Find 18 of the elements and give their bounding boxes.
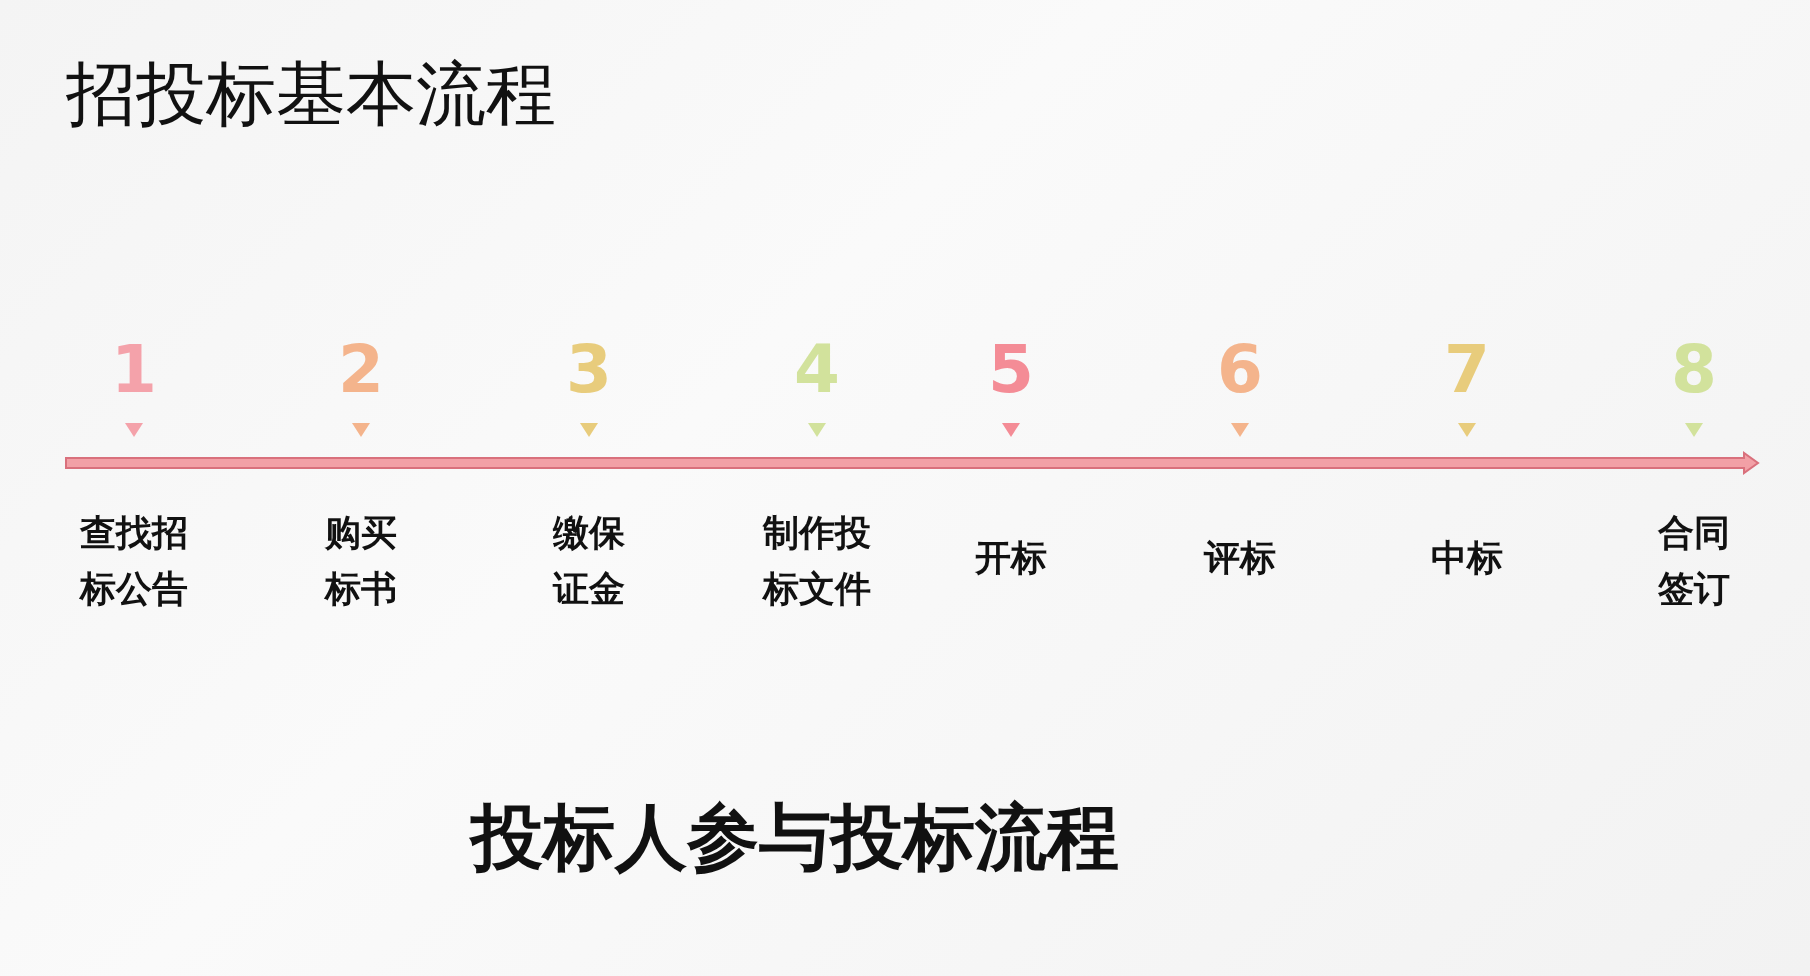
caption: 投标人参与投标流程 — [468, 794, 1120, 881]
step-label: 评标 — [1203, 536, 1277, 580]
step-number: 1 — [111, 330, 157, 410]
step-label: 查找招标公告 — [78, 511, 189, 611]
step-number: 4 — [794, 330, 840, 410]
step-number: 6 — [1217, 330, 1263, 410]
step-label: 中标 — [1430, 536, 1504, 580]
step-number: 8 — [1671, 330, 1717, 410]
step-label: 制作投标文件 — [761, 511, 872, 611]
step-label: 购买标书 — [324, 511, 398, 611]
step-number: 7 — [1444, 330, 1490, 410]
step-number: 2 — [338, 330, 384, 410]
title: 招投标基本流程 — [66, 52, 556, 137]
step-number: 3 — [566, 330, 612, 410]
step-label: 缴保证金 — [552, 511, 626, 611]
step-number: 5 — [988, 330, 1034, 410]
step-label: 合同签订 — [1657, 511, 1731, 611]
step-label: 开标 — [974, 536, 1048, 580]
